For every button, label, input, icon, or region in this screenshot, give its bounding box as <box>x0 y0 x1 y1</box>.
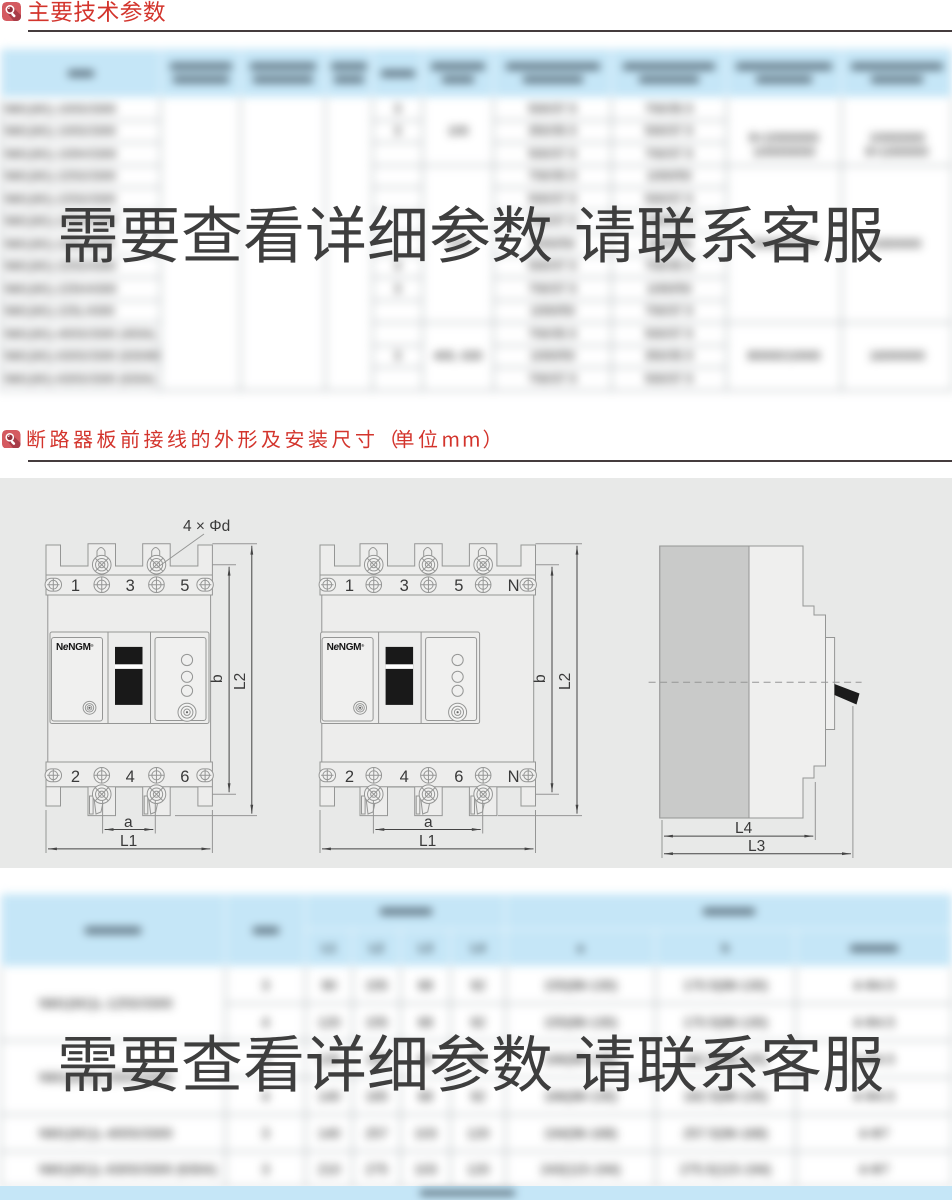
svg-text:3: 3 <box>126 577 135 595</box>
svg-text:a: a <box>124 814 133 831</box>
svg-text:b: b <box>532 674 549 683</box>
svg-text:NeNGM®: NeNGM® <box>327 642 365 653</box>
svg-text:1: 1 <box>71 577 80 595</box>
svg-text:4: 4 <box>400 768 409 786</box>
svg-text:1: 1 <box>345 577 354 595</box>
svg-text:4 × Φd: 4 × Φd <box>183 518 230 535</box>
svg-text:L1: L1 <box>419 833 436 850</box>
svg-text:2: 2 <box>345 768 354 786</box>
svg-text:a: a <box>424 814 433 831</box>
svg-text:2: 2 <box>71 768 80 786</box>
svg-text:NeNGM®: NeNGM® <box>56 642 94 653</box>
svg-text:L4: L4 <box>735 820 753 837</box>
svg-text:3: 3 <box>400 577 409 595</box>
svg-text:N: N <box>508 768 520 786</box>
svg-text:6: 6 <box>180 768 189 786</box>
svg-text:6: 6 <box>454 768 463 786</box>
svg-text:L1: L1 <box>120 833 137 850</box>
svg-text:N: N <box>508 577 520 595</box>
svg-text:L3: L3 <box>748 838 765 855</box>
svg-text:L2: L2 <box>232 673 249 690</box>
svg-text:L2: L2 <box>557 673 574 690</box>
svg-text:b: b <box>209 674 226 683</box>
svg-text:4: 4 <box>126 768 135 786</box>
svg-text:5: 5 <box>180 577 189 595</box>
svg-text:5: 5 <box>454 577 463 595</box>
